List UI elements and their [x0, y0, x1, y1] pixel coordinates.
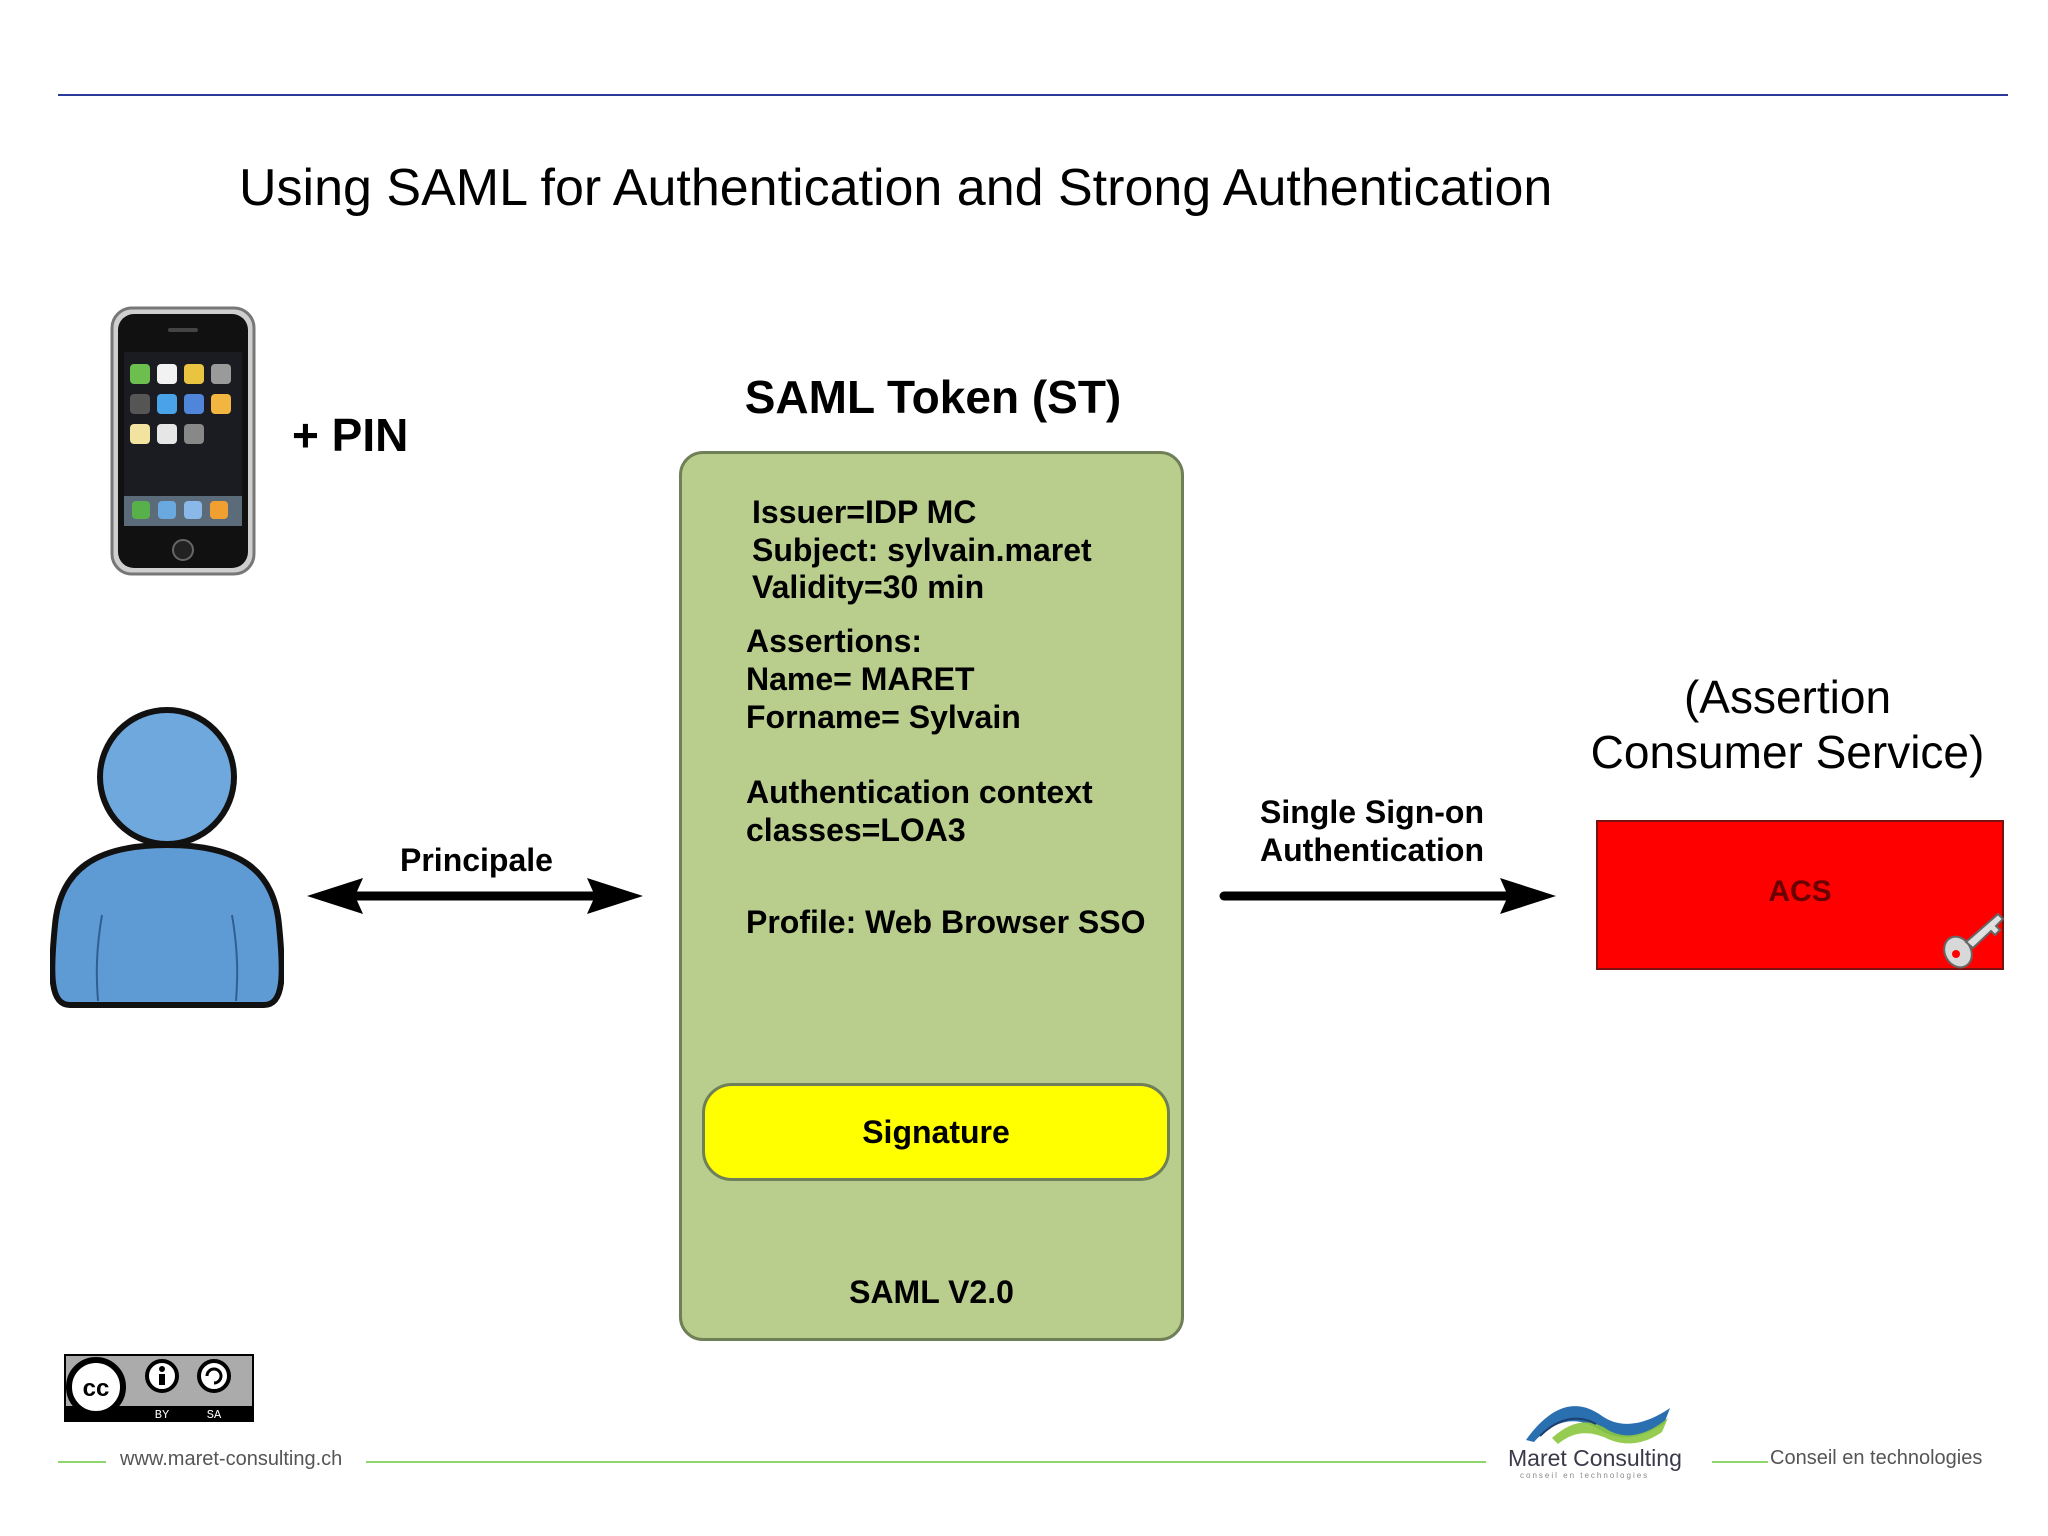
token-assertions-heading: Assertions:	[746, 623, 923, 659]
maret-consulting-logo	[1526, 1406, 1670, 1444]
cc-license-badge: cc BY SA	[64, 1354, 254, 1422]
footer-line-right	[1712, 1461, 1768, 1463]
acs-box	[1596, 820, 2004, 970]
saml-version: SAML V2.0	[849, 1274, 1014, 1310]
footer-url: www.maret-consulting.ch	[120, 1448, 343, 1470]
sso-label-line2: Authentication	[1260, 832, 1484, 868]
acs-caption: (Assertion Consumer Service)	[1560, 670, 2015, 780]
footer-company: Maret Consulting	[1508, 1445, 1682, 1471]
footer-line-middle	[366, 1461, 1486, 1463]
sso-label: Single Sign-on Authentication	[1260, 793, 1484, 869]
token-auth-classes: classes=LOA3	[746, 812, 966, 848]
cc-text: cc	[83, 1375, 110, 1402]
signature-label: Signature	[862, 1113, 1010, 1150]
footer-tagline: Conseil en technologies	[1770, 1447, 1983, 1469]
right-arrow-icon	[1219, 878, 1556, 914]
token-issuer: Issuer=IDP MC	[752, 494, 977, 530]
sso-label-line1: Single Sign-on	[1260, 794, 1484, 830]
footer-company-sub: conseil en technologies	[1520, 1471, 1650, 1480]
key-icon	[1943, 912, 2005, 969]
token-heading: SAML Token (ST)	[744, 371, 1122, 423]
acs-caption-line2: Consumer Service)	[1590, 726, 1985, 778]
sa-text: SA	[207, 1408, 222, 1422]
top-rule	[58, 94, 2008, 96]
token-profile: Profile: Web Browser SSO	[746, 904, 1146, 940]
principale-label: Principale	[400, 842, 553, 878]
signature-box: Signature	[702, 1083, 1170, 1181]
token-forname: Forname= Sylvain	[746, 699, 1021, 735]
acs-label: ACS	[1768, 875, 1832, 908]
smartphone-icon	[110, 306, 256, 576]
user-icon	[50, 707, 284, 1008]
token-auth-context: Authentication context	[746, 774, 1093, 810]
pin-label: + PIN	[292, 409, 409, 461]
saml-token-box	[679, 451, 1184, 1341]
double-arrow-icon	[307, 878, 643, 914]
token-validity: Validity=30 min	[752, 569, 985, 605]
token-name: Name= MARET	[746, 661, 975, 697]
slide-title: Using SAML for Authentication and Strong…	[239, 159, 1553, 217]
token-subject: Subject: sylvain.maret	[752, 532, 1092, 568]
acs-caption-line1: (Assertion	[1683, 671, 1892, 723]
footer-line-left	[58, 1461, 106, 1463]
by-text: BY	[155, 1408, 169, 1422]
